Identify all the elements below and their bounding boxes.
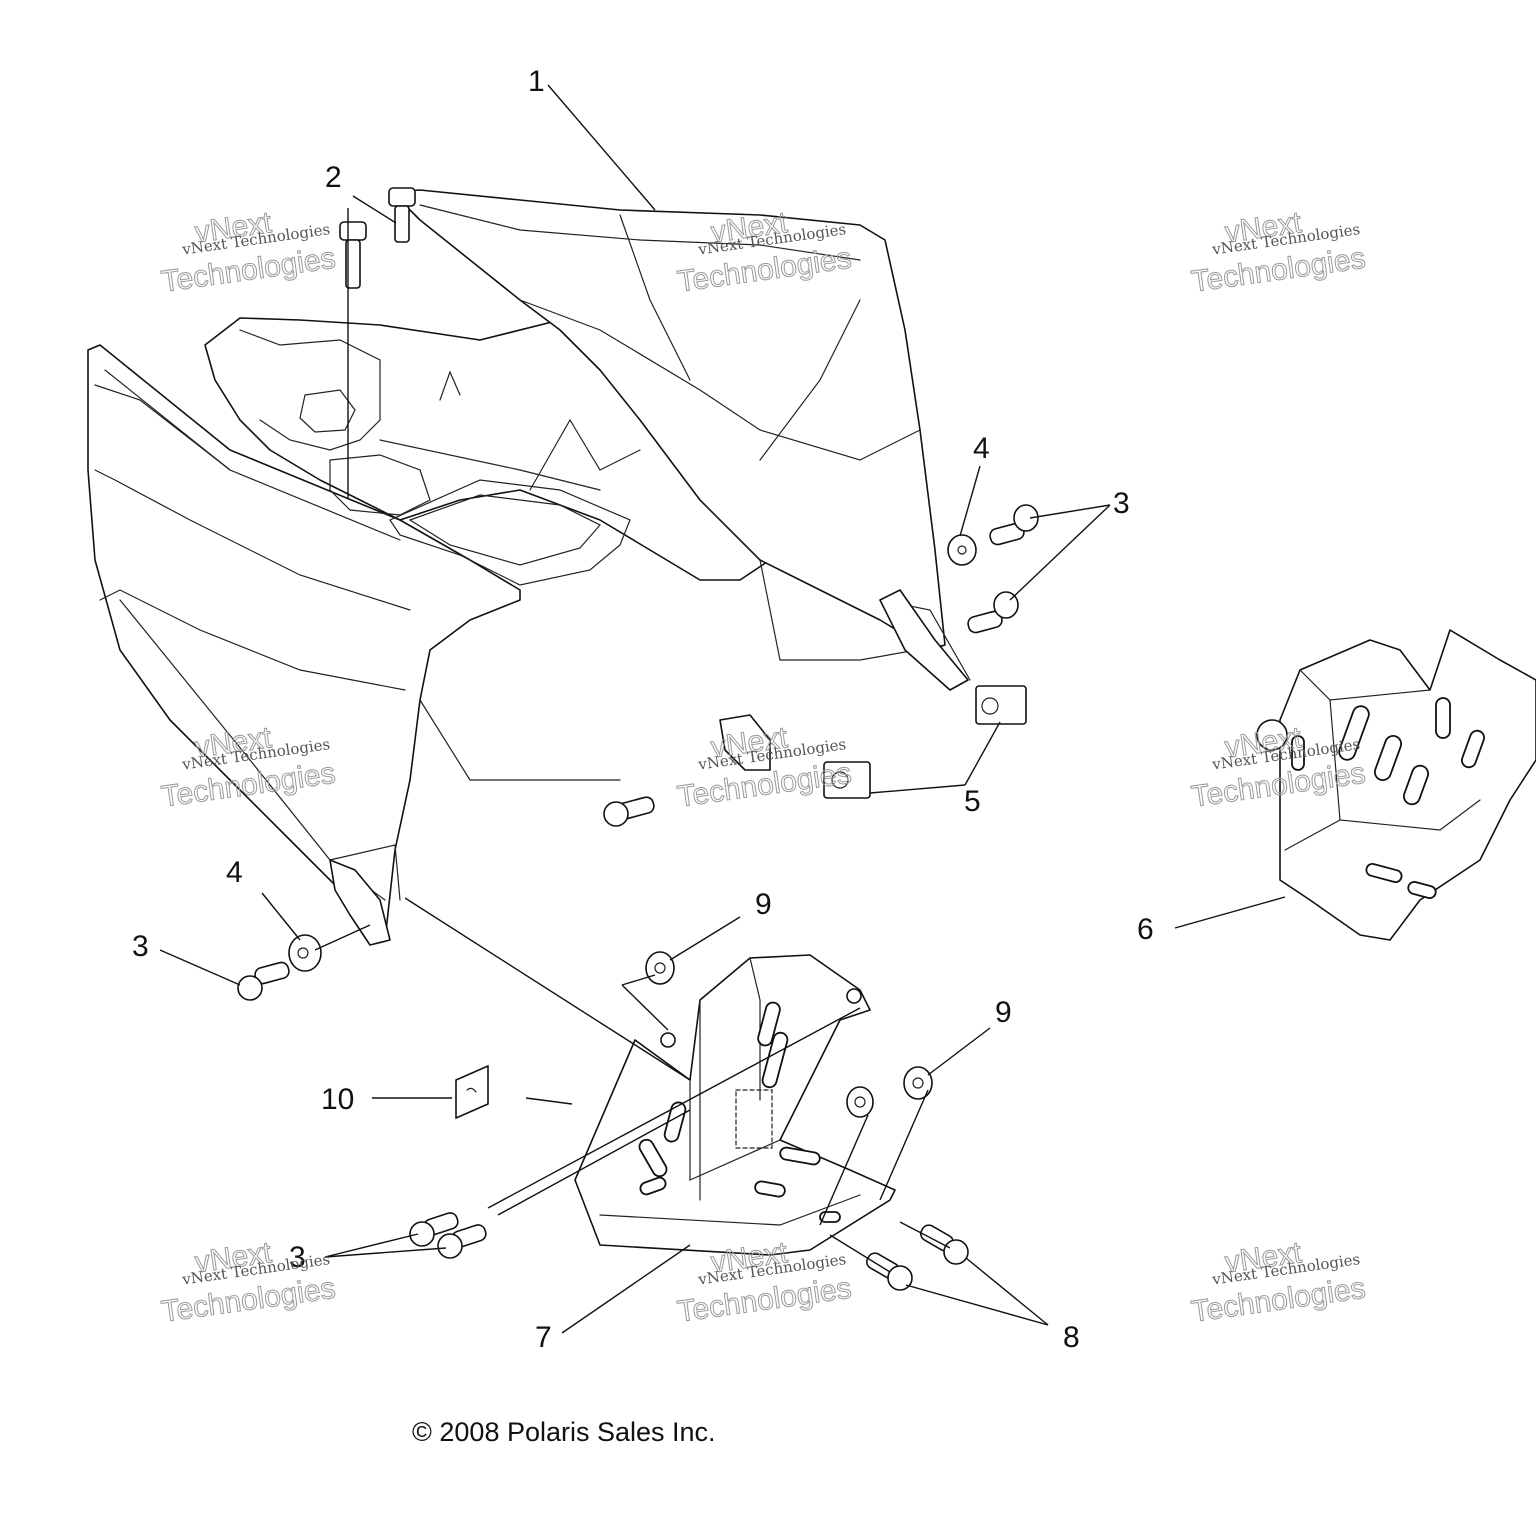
- callout-9-top: 9: [755, 888, 772, 921]
- callout-5: 5: [964, 785, 981, 818]
- bolt-3-lower-a: [409, 1212, 459, 1247]
- bolt-mid: [603, 796, 655, 827]
- callout-6: 6: [1137, 913, 1154, 946]
- clip-5-right: [975, 685, 1027, 725]
- rear-fender: [87, 189, 971, 946]
- watermark-mid-center: vNext vNext Technologies Technologies: [675, 721, 854, 815]
- callout-3-right: 3: [1113, 487, 1130, 520]
- washer-4-left: [288, 934, 322, 972]
- callout-4-left: 4: [226, 856, 243, 889]
- clip-5-left: [823, 761, 871, 799]
- callout-labels: 1 2 3 4 5 6 4 3 9 9 10 3 7 8: [132, 65, 1154, 1354]
- bolt-3-left: [237, 961, 290, 1001]
- callout-3-left: 3: [132, 930, 149, 963]
- callout-3-lower: 3: [289, 1241, 306, 1274]
- grommet-9-right-a: [903, 1066, 933, 1100]
- leader-lines: [159, 84, 1286, 1334]
- watermark-top-right: vNext vNext Technologies Technologies: [1189, 206, 1368, 300]
- watermark-bottom-right: vNext vNext Technologies Technologies: [1189, 1236, 1368, 1330]
- callout-2: 2: [325, 161, 342, 194]
- grommet-9-right-b: [846, 1086, 874, 1118]
- skid-plate-7: [574, 954, 896, 1256]
- copyright-notice: © 2008 Polaris Sales Inc.: [412, 1417, 716, 1447]
- callout-7: 7: [535, 1321, 552, 1354]
- bolt-3-right-lower: [967, 591, 1019, 634]
- bolt-2-left: [339, 221, 367, 289]
- callout-1: 1: [528, 65, 545, 98]
- skid-plate-6: [1256, 629, 1536, 941]
- bolt-8-lower: [866, 1252, 913, 1291]
- watermark-bottom-left: vNext vNext Technologies Technologies: [159, 1236, 338, 1330]
- callout-9-right: 9: [995, 996, 1012, 1029]
- watermark-top-left: vNext vNext Technologies Technologies: [159, 206, 338, 300]
- callout-4-right: 4: [973, 432, 990, 465]
- grommet-9-top: [645, 951, 675, 985]
- bolt-3-lower-b: [437, 1224, 487, 1259]
- decal-10: [455, 1065, 489, 1119]
- bolt-3-right-upper: [989, 504, 1039, 546]
- bolt-8-upper: [920, 1224, 969, 1265]
- callout-8: 8: [1063, 1321, 1080, 1354]
- bolt-2-right: [388, 187, 416, 243]
- washer-4-right: [947, 534, 977, 566]
- callout-10: 10: [321, 1083, 354, 1116]
